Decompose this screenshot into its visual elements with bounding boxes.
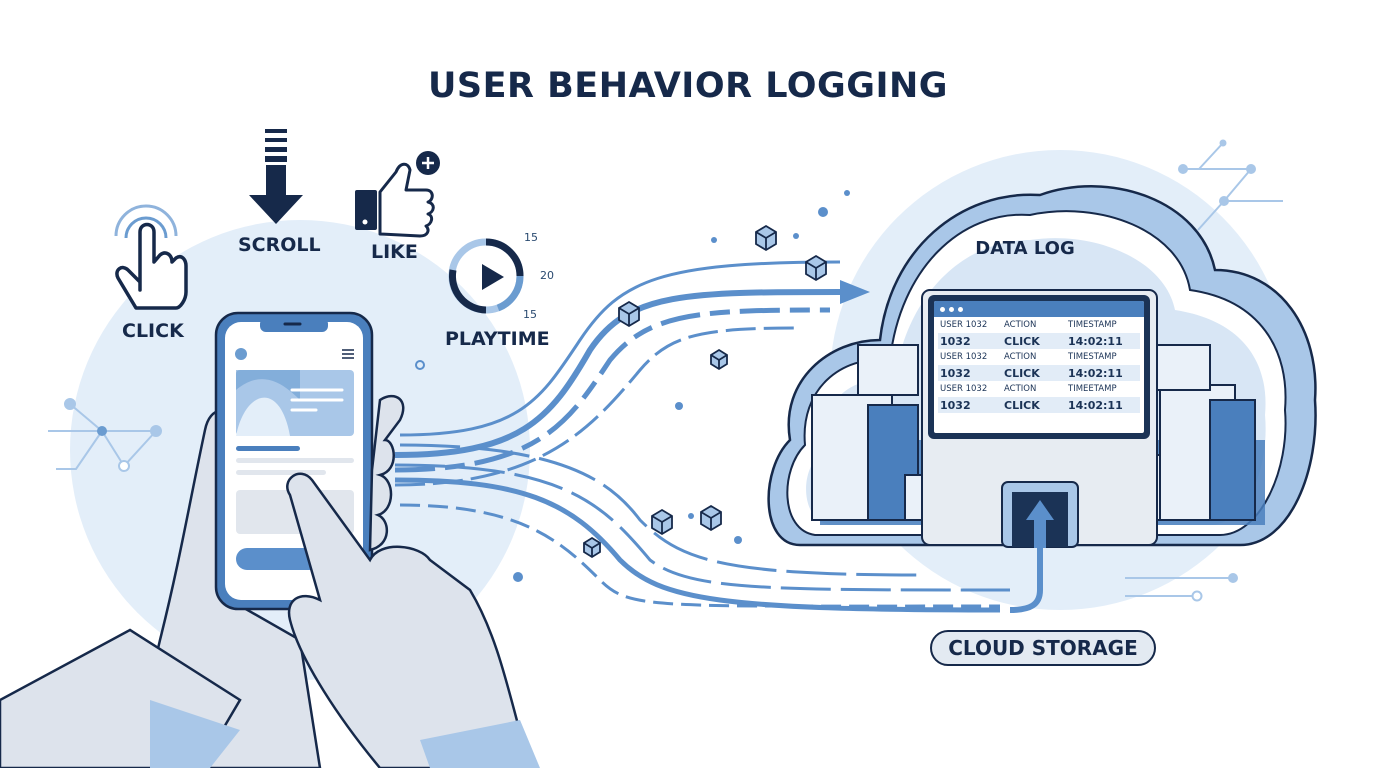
tap-hand-icon <box>114 204 188 310</box>
window-dot <box>949 306 954 312</box>
upload-port <box>1001 481 1079 613</box>
right-hand <box>286 394 540 768</box>
window-dot <box>940 306 945 312</box>
window-titlebar <box>934 301 1144 317</box>
playtime-tick-middle: 20 <box>540 269 554 282</box>
stream-line <box>399 503 1001 608</box>
cube <box>710 348 728 371</box>
stream-line <box>394 307 831 473</box>
data-log-title: DATA LOG <box>975 238 1075 259</box>
data-cubes <box>583 224 827 559</box>
cube <box>805 254 827 282</box>
cube <box>755 224 777 252</box>
playtime-tick-bottom: 15 <box>523 308 537 321</box>
stream-arrow-head <box>840 280 870 304</box>
click-label: CLICK <box>122 320 184 342</box>
stream-line <box>394 463 1011 592</box>
stream-line <box>399 260 841 437</box>
cube <box>618 300 640 328</box>
cube <box>583 536 601 559</box>
stream-line <box>394 288 861 458</box>
cube <box>651 508 673 536</box>
like-label: LIKE <box>371 241 418 263</box>
deco-dots <box>415 190 850 582</box>
thumbs-up-plus-icon <box>355 151 440 238</box>
stream-line <box>399 443 921 577</box>
cube <box>700 504 722 532</box>
page-title: USER BEHAVIOR LOGGING <box>427 66 949 106</box>
network-deco-left <box>48 398 162 472</box>
stream-line <box>394 326 801 487</box>
playtime-tick-top: 15 <box>524 231 538 244</box>
data-streams <box>394 260 1011 613</box>
playtime-label: PLAYTIME <box>445 328 550 350</box>
network-deco-bottom-right <box>1125 573 1238 602</box>
scroll-label: SCROLL <box>238 234 321 256</box>
window-dot <box>958 306 963 312</box>
scroll-down-arrow-icon <box>249 129 303 224</box>
cloud-storage-label: CLOUD STORAGE <box>930 630 1156 666</box>
network-deco-right <box>1178 139 1283 231</box>
play-timer-icon <box>448 238 524 314</box>
